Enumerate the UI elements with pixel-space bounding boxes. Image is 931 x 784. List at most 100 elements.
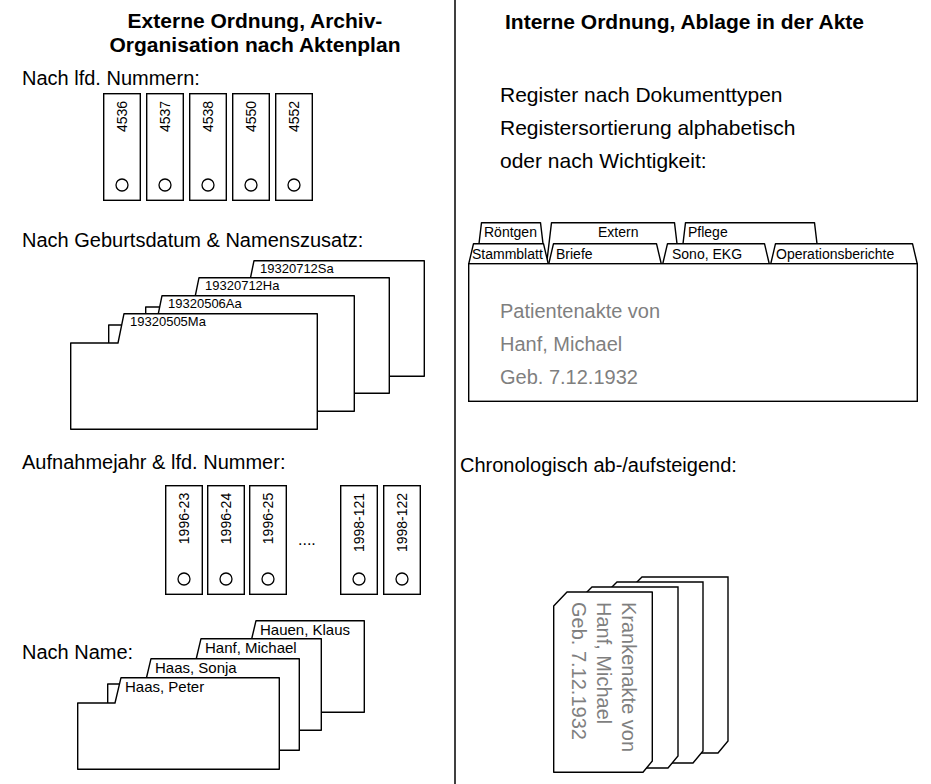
binder-spine: 1996-24 xyxy=(207,485,245,595)
binder-spine: 1998-122 xyxy=(383,485,421,595)
section-label: Chronologisch ab-/aufsteigend: xyxy=(460,453,737,477)
binder-outline xyxy=(190,94,227,201)
tab-outline xyxy=(469,244,549,264)
node-text: Pflege xyxy=(688,223,728,241)
tab-outline xyxy=(549,244,662,264)
label-slot: Chronologisch ab-/aufsteigend: xyxy=(460,453,737,477)
label-slot: Nach lfd. Nummern: xyxy=(22,66,200,90)
section-label: Nach Geburtsdatum & Namenszusatz: xyxy=(22,228,363,252)
node-text: Sono, EKG xyxy=(672,245,742,263)
tab-outline xyxy=(547,223,680,263)
register-tab: Operationsberichte xyxy=(770,243,918,264)
folder-outline xyxy=(201,261,425,377)
node-text: 19320506Aa xyxy=(168,296,242,311)
register-tab: Stammblatt xyxy=(468,243,549,264)
node-text: 1996-23 xyxy=(176,493,193,544)
column-divider xyxy=(454,0,456,784)
register-tab: Sono, EKG xyxy=(662,243,770,264)
ellipsis: .... xyxy=(298,530,316,550)
binder-ring xyxy=(116,179,128,191)
node-outline xyxy=(70,313,318,430)
binder-outline xyxy=(208,486,245,595)
node-text: Hanf, Michael xyxy=(205,639,297,656)
node-text: 1996-24 xyxy=(218,493,235,544)
binder-ring xyxy=(288,179,300,191)
binder-ring xyxy=(262,573,274,585)
binder-spine: 4538 xyxy=(189,93,227,201)
tab-outline xyxy=(663,244,770,264)
sheet-outline xyxy=(554,592,653,772)
node-text: 19320712Ha xyxy=(205,278,279,293)
binder-ring xyxy=(353,573,365,585)
folder-outline xyxy=(146,278,390,394)
label-slot: Externe Ordnung, Archiv- Organisation na… xyxy=(100,9,410,57)
binder-spine: 4537 xyxy=(146,93,184,201)
folder-outline xyxy=(108,659,300,751)
node-text: Extern xyxy=(598,223,638,241)
column-heading: Externe Ordnung, Archiv- Organisation na… xyxy=(100,9,410,57)
node-text: Operationsberichte xyxy=(776,245,894,263)
node-text: 4538 xyxy=(200,101,217,132)
node-text: 19320505Ma xyxy=(130,314,206,329)
node-text: Haas, Sonja xyxy=(155,659,237,676)
binder-outline xyxy=(104,94,141,201)
node-text: Briefe xyxy=(556,245,593,263)
file-folder: Haas, Peter xyxy=(77,677,280,770)
binder-outline xyxy=(233,94,270,201)
section-label: Nach Name: xyxy=(22,640,133,664)
binder-spine: 4536 xyxy=(103,93,141,201)
node-text: Röntgen xyxy=(484,223,537,241)
folder-outline xyxy=(158,639,322,731)
patient-file-sheet: Krankenakte von Hanf, Michael Geb. 7.12.… xyxy=(553,588,653,773)
binder-outline xyxy=(341,486,378,595)
binder-spine: 1998-121 xyxy=(340,485,378,595)
binder-outline xyxy=(384,486,421,595)
column-heading: Interne Ordnung, Ablage in der Akte xyxy=(505,10,864,34)
binder-spine: 4550 xyxy=(232,93,270,201)
section-label: Register nach Dokumenttypen Registersort… xyxy=(500,78,820,177)
binder-ring xyxy=(220,573,232,585)
node-text: 4537 xyxy=(157,101,174,132)
folder-outline xyxy=(213,621,365,713)
node-text: Hauen, Klaus xyxy=(260,621,350,638)
node-text: 19320712Sa xyxy=(260,261,334,276)
patient-file: Patientenakte von Hanf, Michael Geb. 7.1… xyxy=(468,263,918,402)
node-text: 4552 xyxy=(286,101,303,132)
binder-outline xyxy=(276,94,313,201)
node-text: Stammblatt xyxy=(472,245,543,263)
binder-ring xyxy=(159,179,171,191)
binder-ring xyxy=(245,179,257,191)
file-folder: 19320505Ma xyxy=(70,313,318,430)
folder-outline xyxy=(71,314,318,430)
binder-spine: 1996-25 xyxy=(249,485,287,595)
register-tab: Briefe xyxy=(548,243,662,264)
binder-ring xyxy=(178,573,190,585)
node-text: 4536 xyxy=(114,101,131,132)
binder-spine: 1996-23 xyxy=(165,485,203,595)
label-slot: Aufnahmejahr & lfd. Nummer: xyxy=(22,450,285,474)
label-slot: Interne Ordnung, Ablage in der Akte xyxy=(505,10,864,34)
node-text: 1998-121 xyxy=(351,493,368,552)
binder-ring xyxy=(202,179,214,191)
section-label: Aufnahmejahr & lfd. Nummer: xyxy=(22,450,285,474)
label-slot: Register nach Dokumenttypen Registersort… xyxy=(500,78,820,177)
node-text: Haas, Peter xyxy=(125,678,204,695)
node-text: 4550 xyxy=(243,101,260,132)
tab-outline xyxy=(771,244,918,264)
binder-spine: 4552 xyxy=(275,93,313,201)
binder-outline xyxy=(250,486,287,595)
label-slot: Nach Geburtsdatum & Namenszusatz: xyxy=(22,228,363,252)
folder-outline xyxy=(109,296,355,412)
node-text: 1996-25 xyxy=(260,493,277,544)
binder-outline xyxy=(166,486,203,595)
label-slot: Nach Name: xyxy=(22,640,133,664)
node-text: 1998-122 xyxy=(394,493,411,552)
node-text: Patientenakte von Hanf, Michael Geb. 7.1… xyxy=(500,295,665,394)
node-text: Krankenakte von Hanf, Michael Geb. 7.12.… xyxy=(566,602,641,767)
label-slot: .... xyxy=(298,530,316,550)
binder-outline xyxy=(147,94,184,201)
section-label: Nach lfd. Nummern: xyxy=(22,66,200,90)
box-outline xyxy=(469,264,918,402)
binder-ring xyxy=(396,573,408,585)
